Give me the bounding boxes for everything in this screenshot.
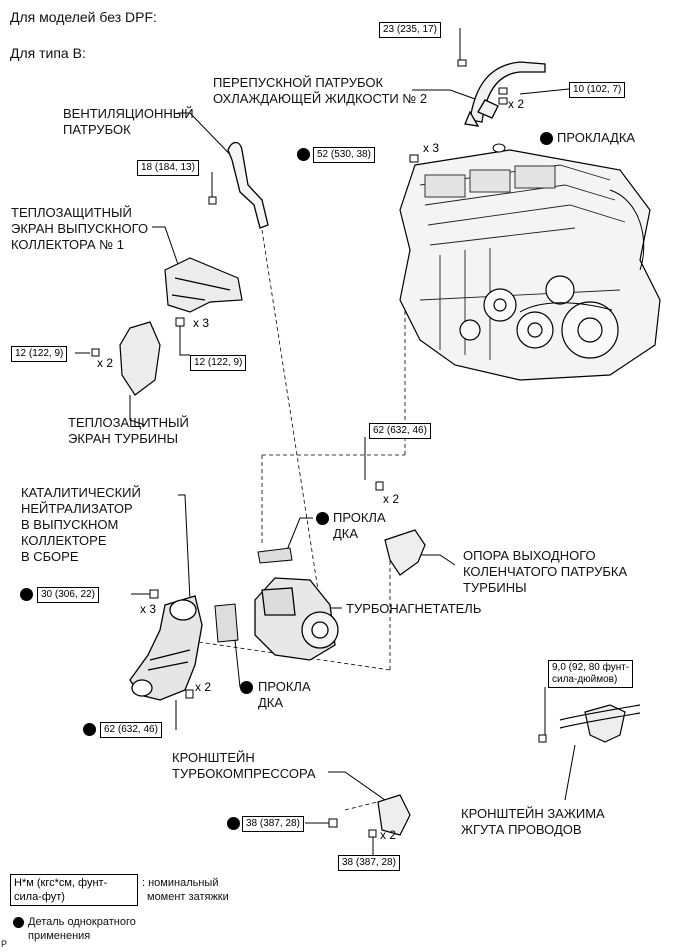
label-gasket-mid-line1: ПРОКЛА xyxy=(333,510,386,525)
leader-clamp xyxy=(564,744,576,801)
leader-gasket-low xyxy=(234,639,253,688)
leader-gasket-mid xyxy=(284,517,313,556)
torque-box-38b: 38 (387, 28) xyxy=(338,855,400,871)
turbocharger-illustration xyxy=(254,577,339,661)
leader-support xyxy=(420,554,456,566)
leader-bracket xyxy=(328,771,386,801)
multiplier-38: x 2 xyxy=(380,828,397,842)
header-line1: Для моделей без DPF: xyxy=(10,9,157,25)
manifold-heat-shield-illustration xyxy=(164,257,243,313)
torque-box-90: 9,0 (92, 80 фунт- сила-дюймов) xyxy=(548,660,634,688)
label-support-line1: ОПОРА ВЫХОДНОГО xyxy=(463,548,596,563)
label-heat2-line1: ТЕПЛОЗАЩИТНЫЙ xyxy=(68,415,189,430)
leader-vent xyxy=(178,112,246,171)
single-use-mark-gasket-mid xyxy=(316,512,329,525)
single-use-mark-62b xyxy=(83,723,96,736)
torque-box-12b: 12 (122, 9) xyxy=(190,355,247,371)
label-vent-line2: ПАТРУБОК xyxy=(63,122,131,137)
label-cat-line3: В ВЫПУСКНОМ xyxy=(21,517,119,532)
leader-12b xyxy=(179,323,190,356)
corner-mark: P xyxy=(1,939,8,949)
label-cat-line1: КАТАЛИТИЧЕСКИЙ xyxy=(21,485,141,500)
label-bypass-line2: ОХЛАЖДАЮЩЕЙ ЖИДКОСТИ № 2 xyxy=(213,91,428,106)
turbine-heat-shield-illustration xyxy=(119,321,161,396)
multiplier-turbo-shield: x 2 xyxy=(97,356,114,370)
label-clamp-line2: ЖГУТА ПРОВОДОВ xyxy=(461,822,582,837)
legend-single-use-dot xyxy=(13,917,24,928)
multiplier-52: x 3 xyxy=(423,141,440,155)
label-bypass-line1: ПЕРЕПУСКНОЙ ПАТРУБОК xyxy=(213,75,384,90)
torque-box-38a: 38 (387, 28) xyxy=(242,816,304,832)
leader-bypass xyxy=(412,89,479,101)
multiplier-bypass: x 2 xyxy=(508,97,525,111)
label-gasket-top: ПРОКЛАДКА xyxy=(557,130,636,145)
torque-box-23: 23 (235, 17) xyxy=(379,22,441,38)
label-cat-line5: В СБОРЕ xyxy=(21,549,79,564)
legend-desc-line1: : номинальный xyxy=(142,877,219,889)
label-bracket-line2: ТУРБОКОМПРЕССОРА xyxy=(172,766,316,781)
label-gasket-low-line1: ПРОКЛА xyxy=(258,679,311,694)
multiplier-62a: x 2 xyxy=(383,492,400,506)
single-use-mark-30 xyxy=(20,588,33,601)
leader-cat xyxy=(178,494,191,601)
legend-desc-line2: момент затяжки xyxy=(147,891,229,903)
label-heat2-line2: ЭКРАН ТУРБИНЫ xyxy=(68,431,179,446)
torque-box-10: 10 (102, 7) xyxy=(569,82,626,98)
label-support-line3: ТУРБИНЫ xyxy=(463,580,527,595)
ventilation-hose-illustration xyxy=(227,141,269,229)
torque-box-12a: 12 (122, 9) xyxy=(11,346,68,362)
leader-heat2 xyxy=(129,395,146,426)
torque-box-30: 30 (306, 22) xyxy=(37,587,99,603)
legend-unit-line1: Н*м (кгс*см, фунт- xyxy=(14,877,108,889)
label-gasket-mid-line2: ДКА xyxy=(333,526,359,541)
label-heat1-line1: ТЕПЛОЗАЩИТНЫЙ xyxy=(11,205,132,220)
single-use-mark-gasket-low xyxy=(240,681,253,694)
turbine-support-illustration xyxy=(384,529,426,576)
torque-90-line2: сила-дюймов) xyxy=(552,674,618,685)
torque-box-18: 18 (184, 13) xyxy=(137,160,199,176)
label-gasket-low-line2: ДКА xyxy=(258,695,284,710)
turbo-bracket-illustration xyxy=(377,794,411,836)
header-line2: Для типа B: xyxy=(10,45,86,61)
torque-90-line1: 9,0 (92, 80 фунт- xyxy=(552,662,630,673)
multiplier-heatshield: x 3 xyxy=(193,316,210,330)
torque-box-52: 52 (530, 38) xyxy=(313,147,375,163)
label-vent-line1: ВЕНТИЛЯЦИОННЫЙ xyxy=(63,106,194,121)
legend-once-line2: применения xyxy=(28,930,91,942)
label-cat-line2: НЕЙТРАЛИЗАТОР xyxy=(21,501,133,516)
multiplier-62b: x 2 xyxy=(195,680,212,694)
legend-once-line1: Деталь однократного xyxy=(28,916,136,928)
label-heat1-line3: КОЛЛЕКТОРА № 1 xyxy=(11,237,125,252)
label-support-line2: КОЛЕНЧАТОГО ПАТРУБКА xyxy=(463,564,628,579)
label-cat-line4: КОЛЛЕКТОРЕ xyxy=(21,533,107,548)
label-bracket-line1: КРОНШТЕЙН xyxy=(172,750,255,765)
single-use-mark-38 xyxy=(227,817,240,830)
legend-unit-line2: сила-фут) xyxy=(14,891,65,903)
label-heat1-line2: ЭКРАН ВЫПУСКНОГО xyxy=(11,221,149,236)
coolant-bypass-pipe-illustration xyxy=(464,61,546,127)
legend-unit-box: Н*м (кгс*см, фунт- сила-фут) xyxy=(10,874,138,906)
torque-box-62b: 62 (632, 46) xyxy=(100,722,162,738)
torque-box-62a: 62 (632, 46) xyxy=(369,423,431,439)
single-use-mark-gasket-top xyxy=(540,132,553,145)
label-clamp-line1: КРОНШТЕЙН ЗАЖИМА xyxy=(461,806,605,821)
leader-10 xyxy=(519,88,570,95)
clamp-bracket-illustration xyxy=(559,704,641,743)
label-turbo: ТУРБОНАГНЕТАТЕЛЬ xyxy=(346,601,482,616)
single-use-mark-52 xyxy=(297,148,310,161)
leader-heat1 xyxy=(152,226,181,271)
catalytic-converter-illustration xyxy=(129,595,203,701)
engine-pulleys xyxy=(459,275,619,359)
multiplier-30: x 3 xyxy=(140,602,157,616)
